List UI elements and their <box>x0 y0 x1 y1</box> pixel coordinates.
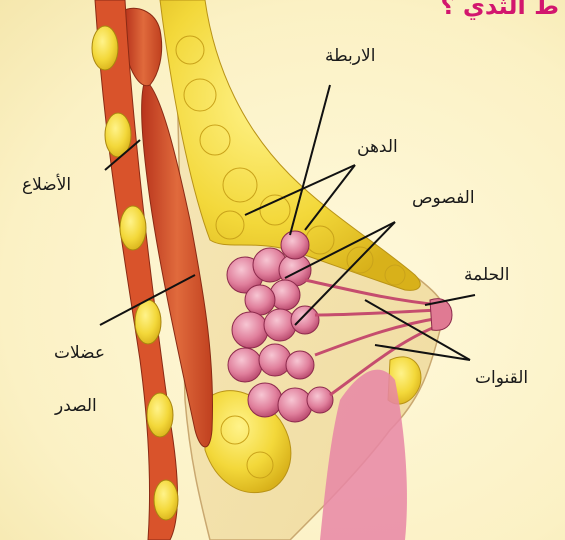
label-chest-muscles-2: الصدر <box>55 396 97 416</box>
label-ducts: القنوات <box>475 368 528 388</box>
label-chest-muscles-1: عضلات <box>54 343 105 363</box>
page-title: ط الثدي ؟ <box>441 0 559 20</box>
label-nipple: الحلمة <box>464 265 509 285</box>
label-lobes: الفصوص <box>412 188 475 208</box>
label-ligaments: الاربطة <box>325 46 375 66</box>
label-ribs: الأضلاع <box>22 175 71 195</box>
label-fat: الدهن <box>357 137 398 157</box>
